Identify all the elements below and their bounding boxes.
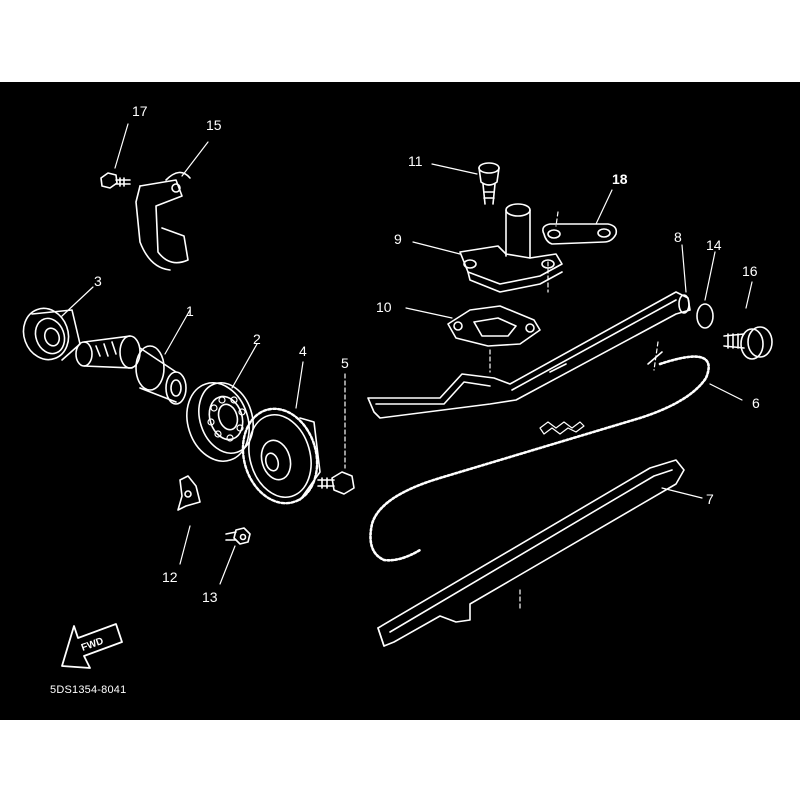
- leader-10: [405, 307, 453, 319]
- fwd-label: FWD: [80, 636, 105, 654]
- leader-6: [709, 383, 743, 401]
- callout-4: 4: [299, 343, 307, 359]
- callout-2: 2: [253, 331, 261, 347]
- camshaft-1: [75, 335, 187, 405]
- leader-7: [661, 487, 703, 499]
- bolt-11: [478, 162, 500, 205]
- leader-3: [61, 286, 94, 317]
- leader-lines: [61, 123, 753, 609]
- callout-8: 8: [674, 229, 682, 245]
- gasket-10: [447, 305, 541, 347]
- leader-4: [295, 361, 304, 409]
- callout-5: 5: [341, 355, 349, 371]
- leader-18: [595, 189, 613, 225]
- leader-17: [114, 123, 129, 169]
- leader-11: [431, 163, 478, 175]
- leader-12: [179, 525, 191, 565]
- sprocket-4: [241, 407, 321, 505]
- callout-14: 14: [706, 237, 722, 253]
- leader-8: [681, 244, 687, 293]
- leader-14: [704, 251, 716, 301]
- leader-2: [231, 343, 258, 389]
- leader-dash-d: [653, 341, 659, 371]
- diagram-frame: FWD 17 15 3 1 2 4 5 11 18 9 10 8 14 16 6…: [0, 82, 800, 720]
- callout-7: 7: [706, 491, 714, 507]
- bolt-5: [317, 471, 355, 495]
- guide-arm-8: [367, 291, 691, 419]
- leader-dash-c: [555, 211, 559, 227]
- leader-15: [181, 141, 209, 177]
- callout-1: 1: [186, 303, 194, 319]
- bracket-15: [135, 171, 191, 271]
- oring-14: [696, 303, 714, 329]
- leader-16: [745, 281, 753, 309]
- exploded-parts-diagram: FWD: [22, 123, 773, 669]
- bearing-2: [186, 382, 254, 462]
- bolt-13: [225, 527, 251, 545]
- bolt-17: [100, 172, 131, 189]
- callout-6: 6: [752, 395, 760, 411]
- callout-11: 11: [408, 153, 423, 169]
- callout-16: 16: [742, 263, 758, 279]
- fwd-arrow: FWD: [61, 623, 123, 669]
- leader-1: [164, 309, 191, 355]
- tensioner-9: [459, 203, 563, 293]
- diagram-code: 5DS1354-8041: [50, 684, 127, 696]
- bearing-3: [22, 307, 81, 361]
- callout-15: 15: [206, 117, 222, 133]
- callout-10: 10: [376, 299, 392, 315]
- lockwasher-12: [177, 475, 201, 511]
- timing-chain-6: [369, 351, 710, 562]
- callout-9: 9: [394, 231, 402, 247]
- callout-3: 3: [94, 273, 102, 289]
- leader-13: [219, 545, 236, 585]
- linkplate-18: [542, 223, 618, 245]
- chain-guide-7: [377, 459, 685, 647]
- leader-9: [412, 241, 461, 255]
- callout-12: 12: [162, 569, 178, 585]
- callout-13: 13: [202, 589, 218, 605]
- callout-18: 18: [612, 171, 628, 187]
- callout-17: 17: [132, 103, 148, 119]
- bolt-16: [723, 326, 773, 360]
